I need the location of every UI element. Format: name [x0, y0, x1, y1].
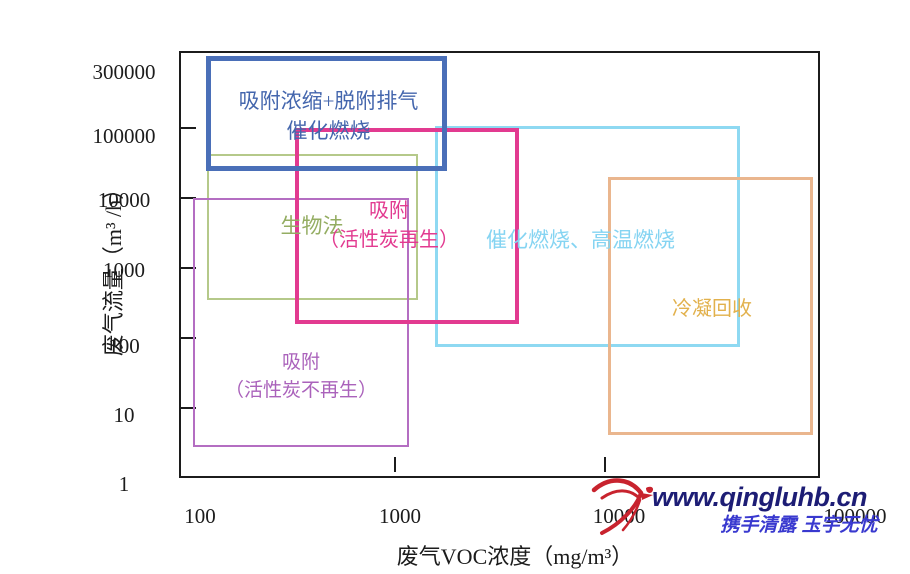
y-axis-tick-label: 300000 [92, 60, 156, 84]
y-tick-mark [181, 407, 196, 409]
region-label-line: （活性炭再生） [319, 229, 459, 251]
region-box-condensation-recovery [608, 177, 813, 435]
y-axis-tick-label: 100000 [92, 124, 156, 148]
watermark-site-url: www.qingluhb.cn [652, 482, 867, 512]
region-label-adsorption-carbon-not-regenerated: 吸附 （活性炭不再生） [191, 349, 411, 405]
region-label-adsorption-carbon-regenerated: 吸附 （活性炭再生） [258, 197, 520, 255]
region-label-line: 吸附 [281, 352, 320, 373]
region-label-line: 吸附浓缩+脱附排气 [238, 89, 419, 113]
region-label-line: （活性炭不再生） [224, 380, 377, 401]
y-tick-mark [181, 127, 196, 129]
watermark-slogan: 携手清露 玉宇无忧 [720, 515, 878, 536]
x-axis-tick-label: 100000 [823, 504, 887, 528]
y-tick-mark [181, 197, 196, 199]
x-axis-tick-label: 100 [184, 504, 216, 528]
region-label-biological: 生物法 [262, 212, 362, 241]
region-box-adsorption-concentration-catalytic [206, 56, 447, 171]
y-tick-mark [181, 267, 196, 269]
plot-frame [179, 51, 820, 478]
y-axis-tick-label: 100 [108, 334, 140, 358]
region-label-line: 吸附 [369, 200, 409, 222]
y-axis-tick-label: 1 [118, 472, 130, 496]
y-tick-mark [181, 337, 196, 339]
region-label-line: 冷凝回收 [672, 298, 752, 320]
region-label-line: 生物法 [280, 214, 344, 238]
region-box-biological [207, 154, 418, 300]
x-tick-mark [604, 457, 606, 472]
y-axis-title: 废气流量（m³ /h） [101, 177, 126, 357]
y-axis-tick-label: 10 [113, 403, 135, 427]
region-box-adsorption-carbon-regenerated [295, 128, 519, 324]
region-label-line: 催化燃烧、高温燃烧 [486, 228, 675, 252]
region-label-adsorption-concentration-catalytic: 吸附浓缩+脱附排气 催化燃烧 [216, 86, 441, 146]
region-label-catalytic-thermal-combustion: 催化燃烧、高温燃烧 [438, 226, 723, 255]
region-label-line: 催化燃烧 [286, 119, 371, 143]
x-axis-tick-label: 1000 [379, 504, 421, 528]
x-tick-mark [394, 457, 396, 472]
region-label-condensation-recovery: 冷凝回收 [642, 295, 782, 324]
y-axis-tick-label: 10000 [97, 188, 151, 212]
x-axis-title: 废气VOC浓度（mg/m³） [396, 544, 634, 569]
region-box-catalytic-thermal-combustion [435, 126, 740, 347]
swallow-bird-icon [591, 478, 654, 535]
y-axis-tick-label: 1000 [103, 258, 145, 282]
